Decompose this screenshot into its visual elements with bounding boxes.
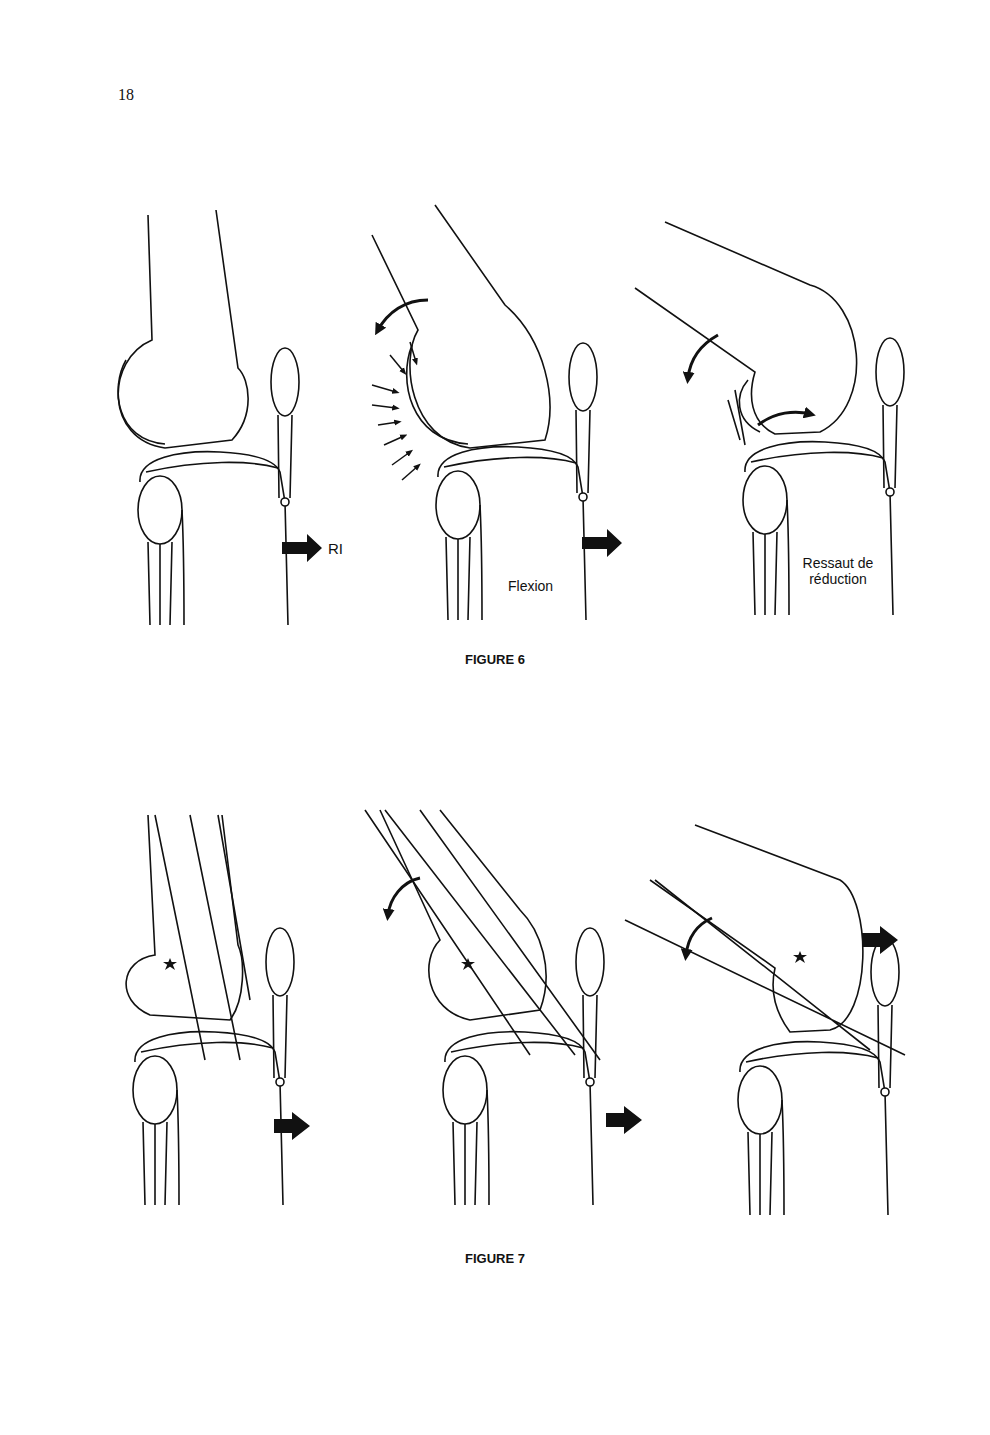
knee-panel [365, 810, 642, 1205]
knee-panel [625, 825, 905, 1215]
knee-panel [635, 222, 904, 615]
phase-label: Flexion [508, 578, 553, 594]
knee-panel [372, 205, 622, 620]
page-number: 18 [118, 86, 134, 104]
phase-label: Ressaut de réduction [792, 555, 884, 587]
figure-caption: FIGURE 6 [465, 653, 525, 668]
knee-panel [126, 815, 310, 1205]
knee-panel [118, 210, 322, 625]
rotation-label: RI [328, 540, 343, 557]
figure-caption: FIGURE 7 [465, 1252, 525, 1267]
